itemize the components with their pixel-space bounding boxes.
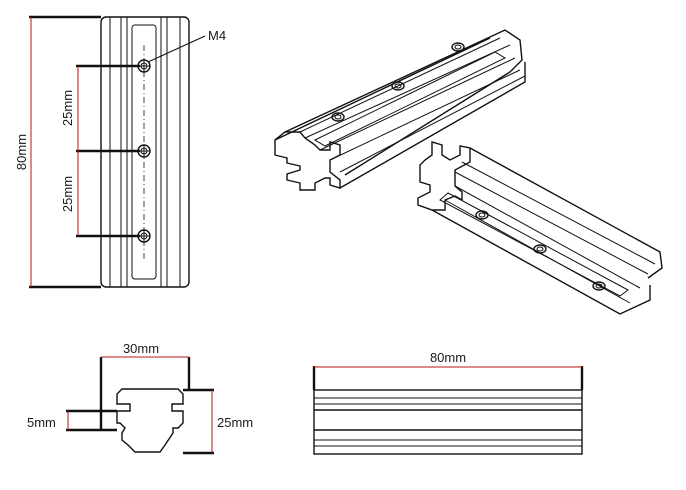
spacing-top-label: 25mm [60, 90, 75, 126]
top-view: M4 80mm 25mm 25mm [14, 15, 226, 289]
cross-section-profile [116, 388, 184, 453]
spacing-bottom-label: 25mm [60, 176, 75, 212]
length-80-side-label: 80mm [14, 134, 29, 170]
side-view: 80mm [312, 350, 584, 455]
isometric-view-1 [274, 29, 526, 191]
height-25-label: 25mm [217, 415, 253, 430]
m4-leader [147, 35, 206, 63]
length-80-bottom-label: 80mm [430, 350, 466, 365]
width-30-label: 30mm [123, 341, 159, 356]
side-view-outline [313, 389, 583, 455]
cross-section-view: 30mm 25mm 5mm [27, 341, 253, 455]
isometric-view-2 [417, 141, 663, 315]
slot-depth-5-label: 5mm [27, 415, 56, 430]
m4-label: M4 [208, 28, 226, 43]
